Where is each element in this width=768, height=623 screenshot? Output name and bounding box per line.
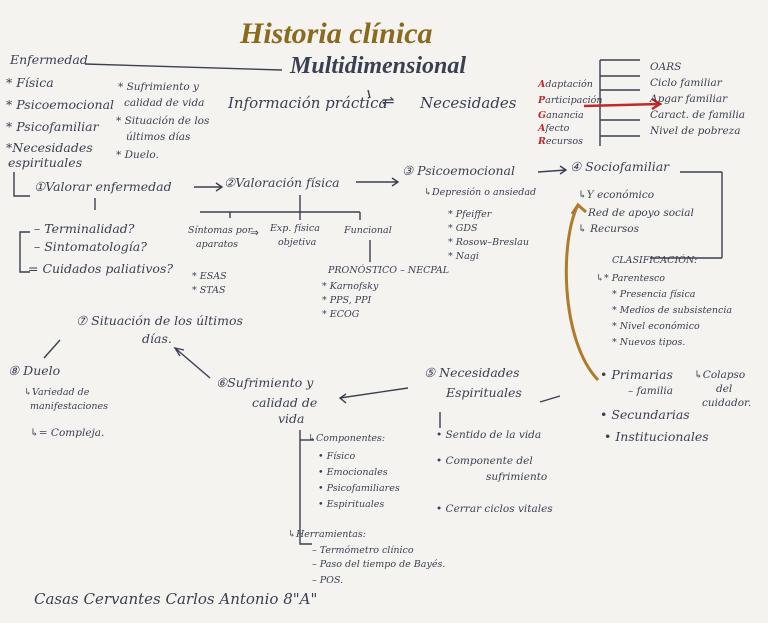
oars-left-2: Ganancia (538, 110, 584, 121)
page-subtitle: Multidimensional (290, 53, 467, 79)
arrow-s3-s4 (537, 169, 567, 173)
arrow-s6-s7 (174, 347, 211, 379)
enfermedad-label: Enfermedad (10, 52, 88, 67)
page-title: Historia clínica (240, 17, 433, 50)
s1-label: ①Valorar enfermedad (34, 179, 172, 194)
info-practica: Información práctica (228, 94, 388, 112)
pronostico-label: PRONÓSTICO – NECPAL (328, 265, 450, 276)
s8-label: ⑧ Duelo (8, 363, 61, 378)
s3-label: ③ Psicoemocional (402, 163, 515, 178)
herramientas-title: ↳Herramientas: (288, 529, 366, 540)
line-to-s1 (13, 172, 30, 197)
necesidades-label: Necesidades (420, 94, 517, 112)
oars-left-1: Participación (538, 95, 603, 106)
oars-left-3: Afecto (538, 123, 570, 134)
componentes-title: ↳Componentes: (308, 433, 386, 444)
s5-label: ⑤ Necesidades (424, 365, 520, 380)
arrow-down-info (367, 89, 371, 99)
oars-left-4: Recursos (538, 136, 583, 147)
oars-right-3: Caract. de familia (650, 109, 746, 121)
s6-label: ⑥Sufrimiento y (216, 375, 314, 390)
oars-right-2: Apgar familiar (650, 93, 728, 105)
line-s6-down (299, 430, 312, 545)
line-enfermedad-multi (84, 63, 283, 71)
arrow-s4-s5 (539, 395, 561, 403)
oars-right-4: Nivel de pobreza (650, 125, 741, 137)
clasificacion-title: CLASIFICACIÓN: (612, 255, 698, 266)
oars-right-0: OARS (650, 61, 682, 73)
oars-left-0: Adaptación (538, 79, 593, 90)
arrow-s5-s6 (339, 387, 409, 399)
red-arrow-apgar (583, 102, 661, 108)
exchange-icon: ⇌ (382, 92, 395, 110)
bracket-s2 (200, 211, 361, 220)
arrow-s7-s8 (43, 339, 61, 359)
s2-label: ②Valoración física (224, 175, 340, 190)
author-signature: Casas Cervantes Carlos Antonio 8"A" (34, 590, 318, 608)
curve-support (564, 204, 600, 382)
oars-right-1: Ciclo familiar (650, 77, 722, 89)
s7-label: ⑦ Situación de los últimos (76, 313, 243, 328)
s4-label: ④ Sociofamiliar (570, 159, 670, 174)
